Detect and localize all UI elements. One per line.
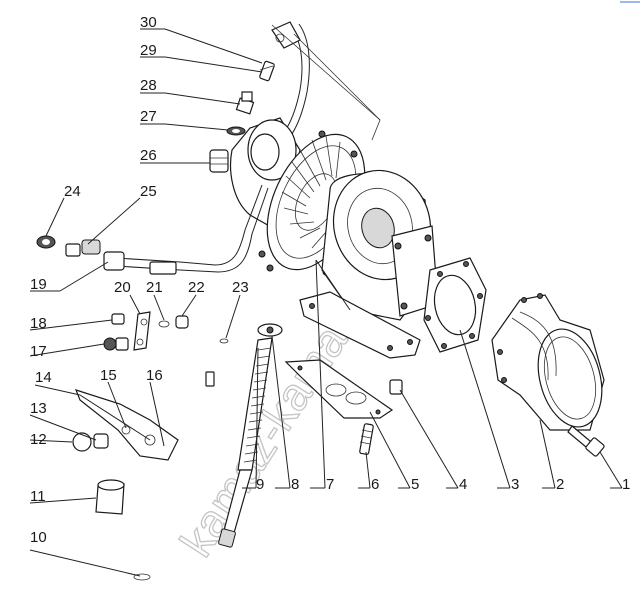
bolt-1 <box>567 425 605 457</box>
sleeve-11 <box>95 479 125 515</box>
oring-10 <box>133 573 151 581</box>
oil-supply-line <box>65 184 269 275</box>
label-24: 24 <box>64 183 81 200</box>
label-26: 26 <box>140 147 157 164</box>
oil-pipe-upper <box>271 21 310 141</box>
label-13: 13 <box>30 400 47 417</box>
label-14: 14 <box>35 369 52 386</box>
label-20: 20 <box>114 279 131 296</box>
label-23: 23 <box>232 279 249 296</box>
label-10: 10 <box>30 529 47 546</box>
bolt-23 <box>205 338 229 387</box>
fitting-28 <box>235 91 255 115</box>
label-8: 8 <box>291 476 299 493</box>
washer-21 <box>158 320 170 328</box>
bolt-29-30 <box>259 60 275 82</box>
label-29: 29 <box>140 42 157 59</box>
label-4: 4 <box>459 476 467 493</box>
bolt-washer-17 <box>103 337 129 351</box>
label-2: 2 <box>556 476 564 493</box>
label-3: 3 <box>511 476 519 493</box>
label-25: 25 <box>140 183 157 200</box>
label-30: 30 <box>140 14 157 31</box>
label-12: 12 <box>30 431 47 448</box>
stud-6 <box>359 423 374 455</box>
exhaust-elbow-2 <box>491 293 605 431</box>
bracket-clamp-20 <box>133 311 151 351</box>
label-15: 15 <box>100 367 117 384</box>
label-16: 16 <box>146 367 163 384</box>
part-number-labels: 30 29 28 27 26 25 24 19 20 21 22 23 18 1… <box>30 14 630 546</box>
label-6: 6 <box>371 476 379 493</box>
label-11: 11 <box>30 488 46 505</box>
label-22: 22 <box>188 279 205 296</box>
label-7: 7 <box>326 476 334 493</box>
leader-lines <box>29 28 623 577</box>
label-9: 9 <box>256 476 264 493</box>
washer-24 <box>36 235 56 249</box>
bolt-18 <box>111 313 125 325</box>
gasket-3 <box>423 257 487 353</box>
label-1: 1 <box>622 476 630 493</box>
label-17: 17 <box>30 343 47 360</box>
label-19: 19 <box>30 276 47 293</box>
label-5: 5 <box>411 476 419 493</box>
fitting-12-13 <box>72 432 109 452</box>
label-28: 28 <box>140 77 157 94</box>
label-21: 21 <box>146 279 163 296</box>
nut-4 <box>389 379 403 395</box>
nut-22 <box>175 315 189 329</box>
turbocharger-assembly <box>229 24 439 359</box>
label-27: 27 <box>140 108 157 125</box>
label-18: 18 <box>30 315 47 332</box>
union-26 <box>209 149 229 173</box>
